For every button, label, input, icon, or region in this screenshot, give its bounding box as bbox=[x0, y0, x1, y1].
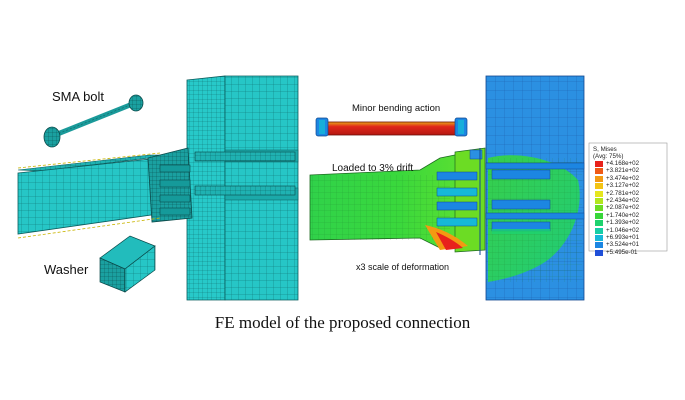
legend-value: +2.434e+02 bbox=[606, 196, 640, 204]
guide-line bbox=[17, 152, 161, 169]
figure-caption: FE model of the proposed connection bbox=[214, 313, 471, 332]
legend-value: +4.168e+02 bbox=[606, 160, 640, 167]
legend-swatch bbox=[595, 242, 603, 249]
legend-swatch bbox=[595, 227, 603, 234]
legend-swatch bbox=[595, 168, 603, 175]
legend-swatch bbox=[595, 205, 603, 212]
right-bolt-group bbox=[436, 148, 551, 255]
legend-value: +3.127e+02 bbox=[606, 182, 640, 190]
legend-value: +1.740e+02 bbox=[606, 211, 640, 219]
legend-row: +3.127e+02 bbox=[593, 182, 663, 190]
legend-value: +2.087e+02 bbox=[606, 204, 640, 212]
sma-bolt-model bbox=[43, 94, 144, 148]
legend-swatch bbox=[595, 161, 603, 167]
legend-row: +2.434e+02 bbox=[593, 197, 663, 204]
label-minor-bending: Minor bending action bbox=[352, 103, 441, 114]
legend-value: +1.393e+02 bbox=[606, 219, 640, 227]
legend-row: +6.993e+01 bbox=[593, 234, 663, 241]
column-stiffener-lower bbox=[485, 212, 585, 220]
label-washer: Washer bbox=[44, 262, 89, 277]
legend-row: +1.046e+02 bbox=[593, 227, 663, 234]
left-fe-model bbox=[17, 75, 299, 301]
legend-swatch bbox=[595, 249, 603, 256]
legend-value: +3.821e+02 bbox=[606, 167, 640, 175]
legend-value: +6.993e+01 bbox=[606, 233, 640, 241]
legend-row: +3.524e+01 bbox=[593, 241, 663, 249]
legend-row: +2.781e+02 bbox=[593, 190, 663, 197]
legend-swatch bbox=[595, 220, 603, 227]
bent-sma-bar bbox=[315, 117, 468, 137]
legend-subtitle: (Avg: 75%) bbox=[593, 153, 624, 160]
label-scale-deformation: x3 scale of deformation bbox=[356, 262, 450, 272]
left-bolt-group bbox=[159, 151, 296, 216]
legend-swatch bbox=[595, 175, 603, 182]
legend-value: +2.781e+02 bbox=[606, 189, 640, 197]
legend-row: +1.740e+02 bbox=[593, 212, 663, 219]
guide-line bbox=[17, 217, 161, 239]
legend-title: S, Mises bbox=[593, 146, 617, 153]
legend-row: +3.821e+02 bbox=[593, 167, 663, 175]
washer-model bbox=[99, 235, 156, 293]
legend-row: +4.168e+02 bbox=[593, 160, 663, 167]
legend-swatch bbox=[595, 212, 603, 219]
legend-rows: +4.168e+02+3.821e+02+3.474e+02+3.127e+02… bbox=[593, 160, 663, 256]
legend-value: +3.524e+01 bbox=[606, 241, 640, 249]
legend-row: +1.393e+02 bbox=[593, 219, 663, 227]
label-sma-bolt: SMA bolt bbox=[52, 89, 105, 104]
right-fe-model bbox=[309, 75, 585, 301]
legend-swatch bbox=[595, 190, 603, 197]
legend-swatch bbox=[595, 183, 603, 190]
legend-row: +5.495e-01 bbox=[593, 249, 663, 256]
legend-value: +1.046e+02 bbox=[606, 226, 640, 234]
mises-stress-legend: S, Mises (Avg: 75%) +4.168e+02+3.821e+02… bbox=[593, 146, 663, 256]
label-loaded-drift: Loaded to 3% drift bbox=[332, 163, 414, 174]
legend-value: +3.474e+02 bbox=[606, 174, 640, 182]
legend-row: +3.474e+02 bbox=[593, 175, 663, 182]
legend-row: +2.087e+02 bbox=[593, 204, 663, 212]
legend-value: +5.495e-01 bbox=[606, 248, 638, 256]
legend-swatch bbox=[595, 234, 603, 241]
column-stiffener bbox=[485, 162, 585, 170]
legend-swatch bbox=[595, 197, 603, 204]
